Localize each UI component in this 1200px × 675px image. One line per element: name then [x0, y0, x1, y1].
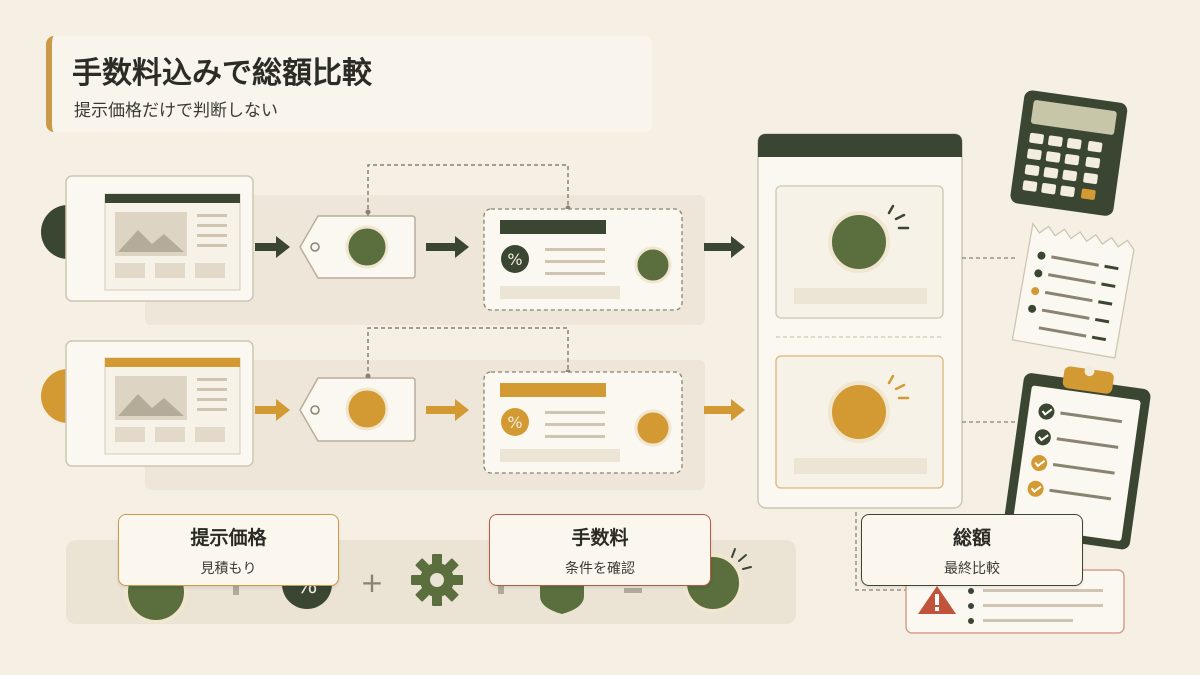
row1-arrow-2: [426, 236, 469, 258]
row2-fee-card: [483, 371, 683, 474]
row1-fee-card: [483, 208, 683, 311]
row1-arrow-1: [255, 236, 290, 258]
receipt-icon: [1011, 222, 1135, 359]
header-panel: 手数料込みで総額比較 提示価格だけで判断しない: [46, 36, 652, 132]
row1-dashed-connector: [367, 164, 569, 216]
row2-dashed-connector: [367, 327, 569, 378]
row2-arrow-2: [426, 399, 469, 421]
label-total-title: 総額: [952, 527, 991, 549]
label-total-sub: 最終比較: [944, 561, 1000, 577]
label-fee-title: 手数料: [571, 527, 629, 549]
row2-price-tag-icon: [299, 377, 416, 442]
sparkle-icon: [887, 204, 910, 230]
label-fee-sub: 条件を確認: [565, 561, 635, 577]
calculator-icon: [1010, 90, 1128, 216]
plus-glyph: +: [360, 566, 383, 599]
label-total: 総額 最終比較: [861, 514, 1083, 586]
gear-icon: [411, 554, 463, 606]
clipboard-checklist-icon: [1003, 366, 1151, 550]
row1-arrow-3: [704, 236, 745, 258]
page-subtitle: 提示価格だけで判断しない: [74, 101, 278, 121]
image-placeholder-icon: [118, 394, 184, 416]
row1-webpage-card: [65, 175, 254, 302]
row1-price-tag-icon: [299, 215, 416, 279]
label-fee: 手数料 条件を確認: [489, 514, 711, 586]
sparkle-icon: [887, 374, 910, 400]
label-price-sub: 見積もり: [200, 561, 257, 577]
percent-glyph: %: [507, 413, 522, 432]
label-price-title: 提示価格: [190, 527, 267, 549]
row2-arrow-1: [255, 399, 290, 421]
row2-webpage-card: [65, 340, 254, 467]
row2-arrow-3: [704, 399, 745, 421]
sparkle-icon: [731, 548, 752, 570]
comparison-panel: [757, 133, 963, 509]
page-title: 手数料込みで総額比較: [72, 56, 372, 91]
label-price: 提示価格 見積もり: [118, 514, 339, 586]
image-placeholder-icon: [118, 230, 184, 252]
percent-icon: [501, 408, 529, 436]
percent-icon: [501, 245, 529, 273]
percent-glyph: %: [507, 250, 522, 269]
